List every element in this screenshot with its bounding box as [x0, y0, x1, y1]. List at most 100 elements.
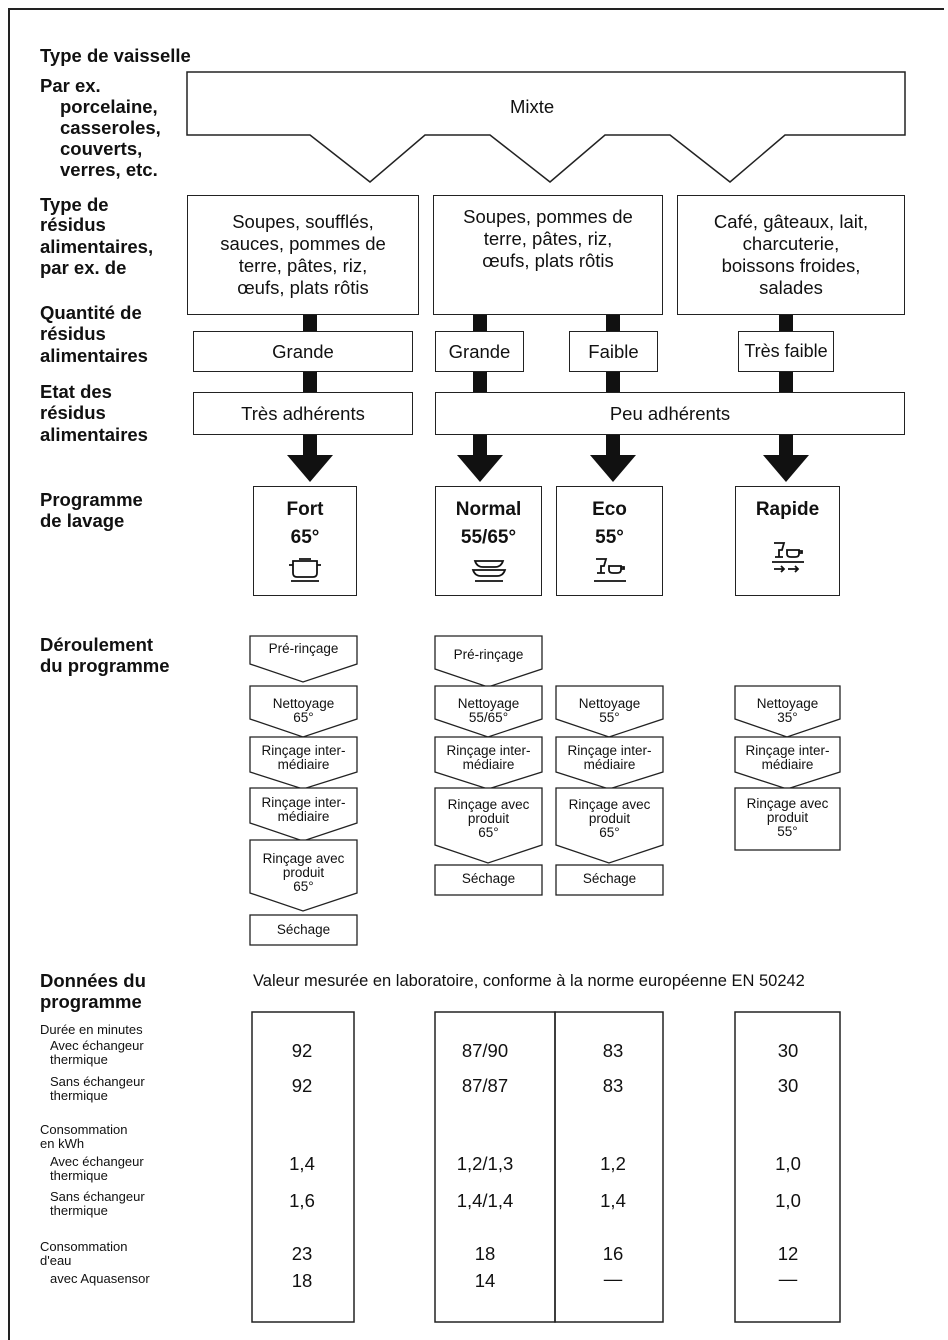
row-label-conso-kwh: en kWh: [40, 1136, 85, 1151]
connector-bar: [303, 372, 317, 392]
data-column: [734, 1011, 841, 1323]
label-type-vaisselle: Type de vaisselle: [40, 45, 191, 66]
programme-name: Rapide: [755, 499, 820, 520]
value-cell: 83: [602, 1040, 624, 1061]
label-quantite: Quantité de: [40, 302, 142, 323]
row-label-avec: thermique: [50, 1052, 108, 1067]
step-sechage: Séchage: [461, 871, 516, 886]
connector-bar: [303, 435, 317, 457]
down-arrow-icon: [763, 455, 809, 482]
value-cell: 16: [602, 1243, 624, 1264]
step-shape: [555, 864, 664, 896]
step-shape: [734, 736, 841, 790]
step-shape: [434, 787, 543, 864]
programme-temp: 55/65°: [460, 527, 517, 548]
connector-bar: [303, 315, 317, 331]
step-rincage-inter: Rinçage inter-médiaire: [446, 743, 531, 772]
lab-note: Valeur mesurée en laboratoire, conforme …: [253, 972, 805, 990]
programme-name: Fort: [286, 499, 324, 520]
label-type-residus: par ex. de: [40, 257, 127, 278]
value-cell: 92: [291, 1040, 313, 1061]
value-cell: 30: [777, 1040, 799, 1061]
value-cell: 1,4: [600, 1190, 626, 1211]
label-type-residus: résidus: [40, 214, 106, 235]
label-donnees: programme: [40, 991, 142, 1012]
step-shape: [434, 736, 543, 790]
programme-name: Normal: [455, 499, 522, 520]
connector-bar: [473, 372, 487, 392]
step-shape: [734, 787, 841, 851]
step-shape: [249, 635, 358, 683]
connector-bar: [606, 372, 620, 392]
value-cell: 87/90: [461, 1040, 509, 1061]
step-sechage: Séchage: [582, 871, 637, 886]
step-rincage-inter: Rinçage inter-médiaire: [261, 743, 346, 772]
row-label-avec: Avec échangeur: [50, 1038, 144, 1053]
step-pre-rincage: Pré-rinçage: [268, 641, 339, 656]
value-cell: 23: [291, 1243, 313, 1264]
row-label-duree: Durée en minutes: [40, 1022, 143, 1037]
residus-box: Café, gâteaux, lait,charcuterie,boissons…: [677, 195, 905, 315]
value-cell: 1,0: [775, 1153, 801, 1174]
mixte-label: Mixte: [510, 96, 555, 117]
row-label-sans: Sans échangeur: [50, 1074, 145, 1089]
step-rincage-inter: Rinçage inter-médiaire: [567, 743, 652, 772]
connector-bar: [779, 435, 793, 457]
label-deroulement: Déroulement: [40, 634, 154, 655]
label-donnees: Données du: [40, 970, 146, 991]
step-shape: [434, 685, 543, 738]
row-label-sans: thermique: [50, 1088, 108, 1103]
label-par-ex-line: casseroles,: [60, 117, 161, 138]
row-label-sans: thermique: [50, 1203, 108, 1218]
label-etat: Etat des: [40, 381, 112, 402]
step-rincage-inter: Rinçage inter-médiaire: [745, 743, 830, 772]
connector-bar: [473, 435, 487, 457]
value-cell: 87/87: [461, 1075, 509, 1096]
value-cell: 83: [602, 1075, 624, 1096]
value-cell: 1,0: [775, 1190, 801, 1211]
row-label-aquasensor: avec Aquasensor: [50, 1271, 150, 1286]
value-cell: 12: [777, 1243, 799, 1264]
step-shape: [249, 787, 358, 842]
step-shape: [249, 736, 358, 790]
step-shape: [555, 787, 664, 864]
label-par-ex-line: couverts,: [60, 138, 143, 159]
label-etat: résidus: [40, 402, 106, 423]
label-programme: Programme: [40, 489, 143, 510]
row-label-conso-eau: Consommation: [40, 1239, 128, 1254]
connector-bar: [779, 372, 793, 392]
value-cell: 18: [474, 1243, 496, 1264]
label-quantite: résidus: [40, 323, 106, 344]
step-pre-rincage: Pré-rinçage: [453, 647, 524, 662]
down-arrow-icon: [590, 455, 636, 482]
step-shape: [434, 864, 543, 896]
label-par-ex-line: verres, etc.: [60, 159, 158, 180]
value-cell: 1,2/1,3: [456, 1153, 514, 1174]
quantite-box: Très faible: [738, 331, 834, 372]
step-shape: [249, 914, 358, 946]
step-shape: [734, 685, 841, 738]
label-etat: alimentaires: [40, 424, 148, 445]
row-label-conso-eau: d'eau: [40, 1253, 72, 1268]
value-cell: 18: [291, 1270, 313, 1291]
connector-bar: [606, 435, 620, 457]
value-cell: 1,2: [600, 1153, 626, 1174]
programme-box-normal: Normal 55/65°: [435, 486, 542, 596]
data-column: [251, 1011, 355, 1323]
step-shape: [434, 635, 543, 688]
glass-cup-arrows-icon: [736, 541, 839, 579]
step-shape: [555, 685, 664, 738]
value-cell: 1,4: [289, 1153, 315, 1174]
pot-icon: [254, 553, 356, 587]
connector-bar: [779, 315, 793, 331]
programme-box-eco: Eco 55°: [556, 486, 663, 596]
value-cell: —: [778, 1268, 798, 1289]
down-arrow-icon: [457, 455, 503, 482]
etat-box: Très adhérents: [193, 392, 413, 435]
